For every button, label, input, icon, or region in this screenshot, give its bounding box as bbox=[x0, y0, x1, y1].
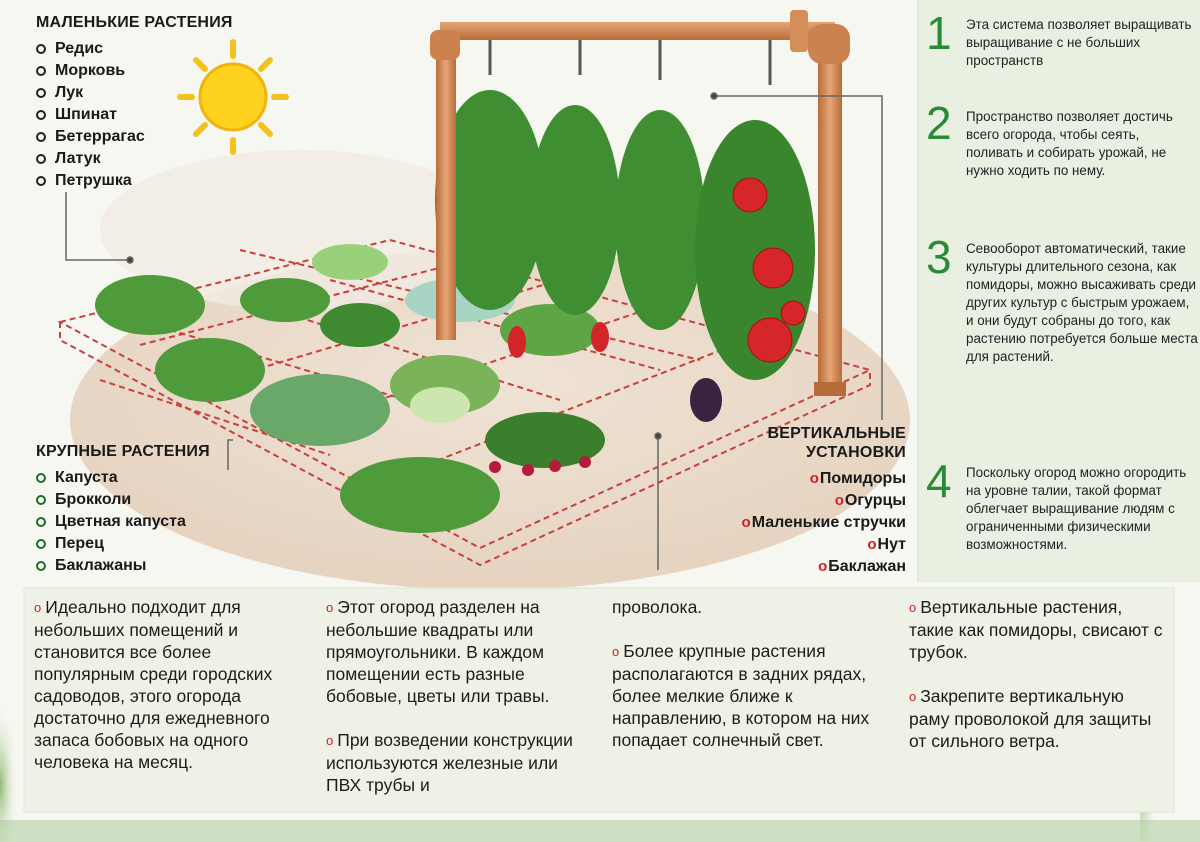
bullet-icon: o bbox=[818, 558, 828, 575]
list-item: Цветная капуста bbox=[36, 511, 210, 533]
bullet-icon bbox=[36, 154, 46, 164]
bullet-icon bbox=[36, 176, 46, 186]
bullet-icon: o bbox=[326, 600, 334, 615]
numbered-point: 1 Эта система позволяет выращивать выращ… bbox=[926, 10, 1198, 70]
list-item: Латук bbox=[36, 148, 233, 170]
list-item: Петрушка bbox=[36, 170, 233, 192]
list-item: Шпинат bbox=[36, 104, 233, 126]
bullet-icon: o bbox=[612, 644, 620, 659]
bullet-icon bbox=[36, 517, 46, 527]
bullet-icon: o bbox=[867, 536, 877, 553]
bullet-icon: o bbox=[909, 600, 917, 615]
point-text: Эта система позволяет выращивать выращив… bbox=[966, 17, 1192, 68]
list-item: Лук bbox=[36, 82, 233, 104]
small-plants-section: МАЛЕНЬКИЕ РАСТЕНИЯ Редис Морковь Лук Шпи… bbox=[36, 14, 233, 192]
sun-icon bbox=[177, 39, 289, 155]
bullet-icon: o bbox=[809, 470, 819, 487]
plants bbox=[95, 90, 815, 533]
vertical-title: ВЕРТИКАЛЬНЫЕ bbox=[767, 425, 906, 442]
point-number: 2 bbox=[926, 97, 952, 149]
bullet-icon: o bbox=[741, 514, 751, 531]
bullet-icon bbox=[36, 132, 46, 142]
list-item: Перец bbox=[36, 533, 210, 555]
ground bbox=[70, 250, 910, 590]
bottom-panel-bg bbox=[23, 587, 1175, 813]
point-text: Севооборот автоматический, такие культур… bbox=[966, 241, 1198, 364]
point-text: Поскольку огород можно огородить на уров… bbox=[966, 465, 1187, 552]
bullet-icon bbox=[36, 88, 46, 98]
bullet-icon bbox=[36, 473, 46, 483]
bullet-icon: o bbox=[834, 492, 844, 509]
bullet-icon: o bbox=[909, 689, 917, 704]
list-item: Баклажаны bbox=[36, 555, 210, 577]
point-text: Пространство позволяет достичь всего ого… bbox=[966, 109, 1173, 178]
list-item: Брокколи bbox=[36, 489, 210, 511]
vertical-title-line2: УСТАНОВКИ bbox=[805, 444, 906, 461]
numbered-panel-bg bbox=[918, 0, 1200, 582]
large-plants-title: КРУПНЫЕ РАСТЕНИЯ bbox=[36, 443, 210, 460]
paragraph: проволока. bbox=[612, 597, 703, 617]
bullet-icon bbox=[36, 539, 46, 549]
large-plants-section: КРУПНЫЕ РАСТЕНИЯ Капуста Брокколи Цветна… bbox=[36, 443, 210, 577]
bullet-icon bbox=[36, 495, 46, 505]
bullet-icon bbox=[36, 110, 46, 120]
list-item: Редис bbox=[36, 38, 233, 60]
list-item: Бетеррагас bbox=[36, 126, 233, 148]
bullet-icon bbox=[36, 561, 46, 571]
leader-lines bbox=[65, 92, 883, 570]
bullet-icon: o bbox=[326, 733, 334, 748]
point-number: 1 bbox=[926, 7, 952, 59]
numbered-point: 2 Пространство позволяет достичь всего о… bbox=[926, 100, 1198, 180]
numbered-point: 3 Севооборот автоматический, такие культ… bbox=[926, 234, 1198, 366]
point-number: 4 bbox=[926, 455, 952, 507]
bullet-icon bbox=[36, 66, 46, 76]
bullet-icon bbox=[36, 44, 46, 54]
list-item: Капуста bbox=[36, 467, 210, 489]
list-item: Морковь bbox=[36, 60, 233, 82]
numbered-point: 4 Поскольку огород можно огородить на ур… bbox=[926, 458, 1198, 554]
point-number: 3 bbox=[926, 231, 952, 283]
pipe-frame bbox=[430, 10, 850, 396]
bullet-icon: o bbox=[34, 600, 42, 615]
small-plants-title: МАЛЕНЬКИЕ РАСТЕНИЯ bbox=[36, 14, 233, 31]
